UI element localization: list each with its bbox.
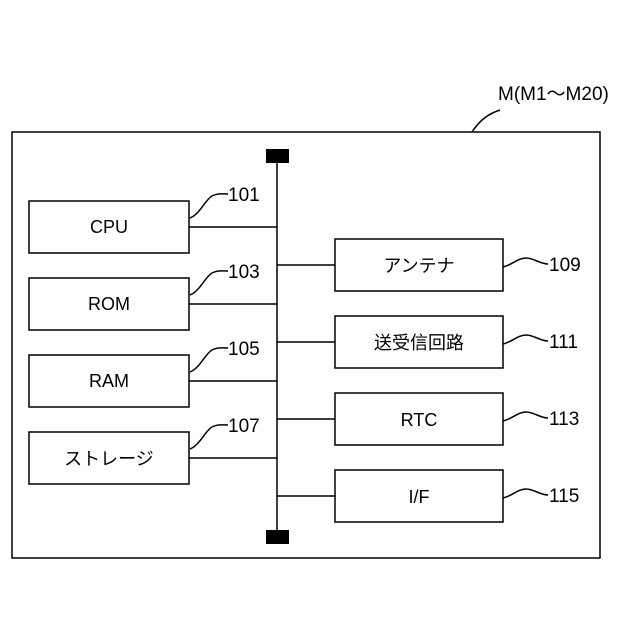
ram-ref: 105 — [228, 339, 260, 360]
storage-ref: 107 — [228, 416, 260, 437]
transceiver-ref: 111 — [549, 332, 578, 353]
bus-top-terminator — [266, 149, 289, 163]
antenna-ref: 109 — [549, 255, 581, 276]
antenna-label: アンテナ — [383, 256, 454, 276]
bus-bottom-terminator — [266, 530, 289, 544]
cpu-ref: 101 — [228, 185, 260, 206]
rom-ref: 103 — [228, 262, 260, 283]
rom-label: ROM — [88, 294, 130, 314]
storage-label: ストレージ — [64, 449, 154, 469]
interface-label: I/F — [409, 487, 430, 507]
rtc-label: RTC — [401, 410, 438, 430]
interface-ref: 115 — [549, 486, 579, 507]
cpu-label: CPU — [90, 217, 128, 237]
transceiver-label: 送受信回路 — [374, 333, 464, 353]
ram-label: RAM — [89, 371, 129, 391]
device-label: M(M1〜M20) — [498, 84, 609, 105]
device-label-leader — [472, 110, 500, 132]
rtc-ref: 113 — [549, 409, 579, 430]
